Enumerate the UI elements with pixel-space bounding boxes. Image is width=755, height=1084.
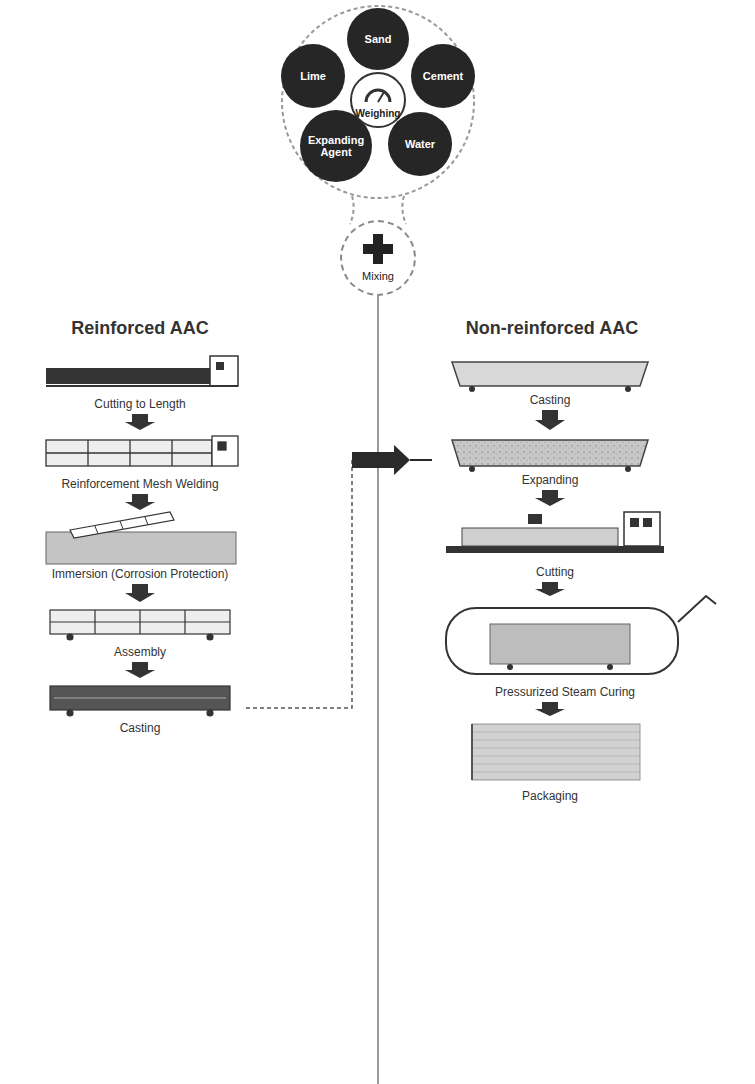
package-stack — [472, 724, 640, 780]
process-step: Casting — [36, 680, 244, 736]
flow-arrow — [535, 702, 565, 716]
cluster-outline — [282, 6, 474, 198]
process-step: Immersion (Corrosion Protection) — [26, 512, 254, 582]
cutting-machine — [46, 356, 238, 386]
trunk-line — [377, 296, 379, 1084]
cutting-machine — [446, 512, 664, 553]
column-heading: Non-reinforced AAC — [466, 318, 638, 339]
ingredient-circle: Lime — [281, 44, 345, 108]
step-caption: Casting — [36, 721, 244, 736]
step-caption: Packaging — [436, 789, 664, 804]
circle-label: Weighing — [352, 108, 405, 119]
process-step: Casting — [436, 352, 664, 408]
step-caption: Cutting — [436, 565, 674, 580]
process-step: Cutting — [436, 508, 674, 580]
flow-arrow — [246, 445, 432, 708]
circle-label: Mixing — [358, 270, 398, 282]
ingredient-circle: Sand — [347, 8, 409, 70]
step-caption: Cutting to Length — [36, 397, 244, 412]
ingredient-circle: Cement — [411, 44, 475, 108]
flow-arrow — [125, 584, 155, 602]
flow-arrow — [535, 490, 565, 506]
flow-arrow — [125, 494, 155, 510]
immersion-tank — [46, 512, 236, 564]
autoclave — [446, 596, 716, 674]
ingredient-circle: Weighing — [350, 72, 406, 128]
mesh-welding — [46, 436, 238, 466]
ingredient-circle: Water — [388, 112, 452, 176]
process-step: Assembly — [36, 604, 244, 660]
flow-arrow — [535, 410, 565, 430]
step-caption: Immersion (Corrosion Protection) — [26, 567, 254, 582]
process-step: Expanding — [436, 432, 664, 488]
flow-arrow — [125, 662, 155, 678]
step-caption: Casting — [436, 393, 664, 408]
ingredient-circle: Mixing — [340, 220, 416, 296]
step-caption: Expanding — [436, 473, 664, 488]
circle-label: Sand — [361, 33, 396, 45]
step-caption: Reinforcement Mesh Welding — [36, 477, 244, 492]
casting-mold — [452, 362, 648, 392]
process-step: Reinforcement Mesh Welding — [36, 432, 244, 492]
circle-label: Lime — [296, 70, 330, 82]
flow-arrow — [535, 582, 565, 596]
casting-mold — [50, 686, 230, 716]
circle-label: Water — [401, 138, 439, 150]
circle-label: Cement — [419, 70, 467, 82]
process-step: Cutting to Length — [36, 352, 244, 412]
assembly-mold — [50, 610, 230, 640]
plus-icon — [340, 220, 416, 296]
flow-arrow — [125, 414, 155, 430]
process-step: Packaging — [436, 718, 664, 804]
step-caption: Assembly — [36, 645, 244, 660]
step-caption: Pressurized Steam Curing — [436, 685, 694, 700]
process-step: Pressurized Steam Curing — [436, 598, 694, 700]
expanding-mold — [452, 440, 648, 472]
circle-label: Expanding Agent — [300, 134, 372, 158]
gauge-icon — [350, 72, 406, 128]
column-heading: Reinforced AAC — [71, 318, 208, 339]
